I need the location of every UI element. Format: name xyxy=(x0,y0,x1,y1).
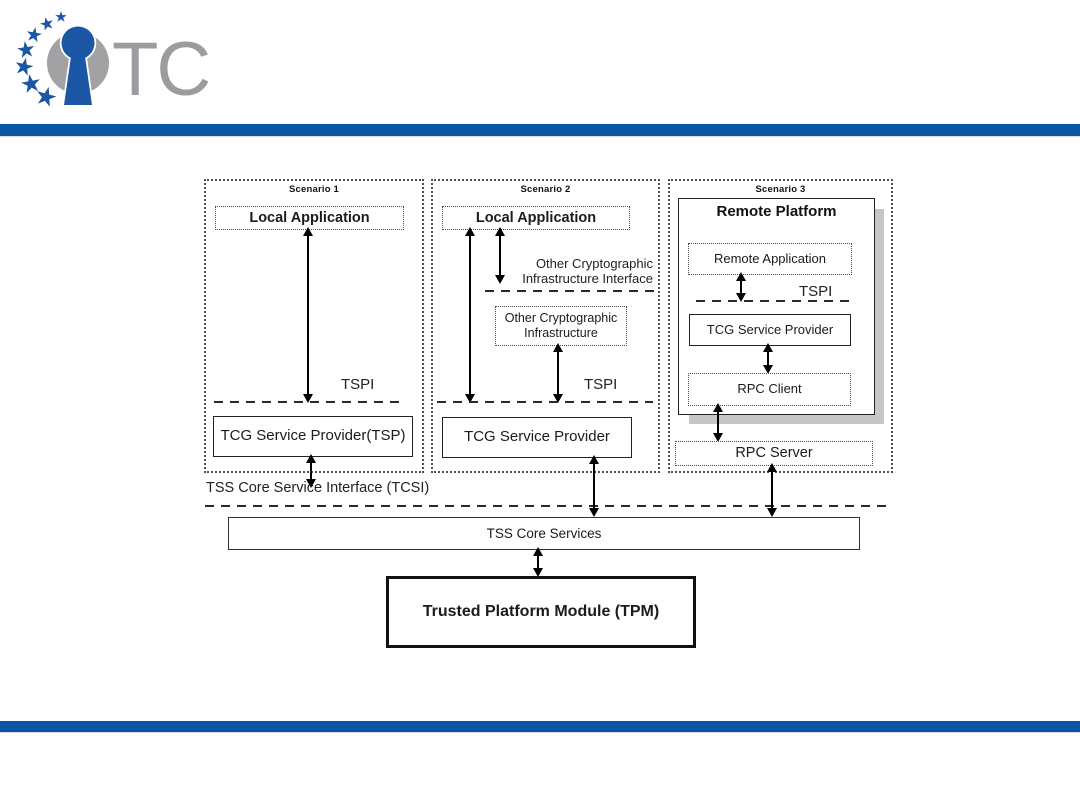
scenario3-tsp-rpc-arrow xyxy=(762,343,774,374)
scenario3-box: Scenario 3 xyxy=(668,179,893,473)
crypto-interface-line1: Other Cryptographic xyxy=(535,256,653,271)
scenario2-crypto-interface-line xyxy=(485,290,655,292)
logo-tc-text: TC xyxy=(112,27,209,112)
scenario3-client-server-arrow xyxy=(712,403,724,442)
scenario2-crypto-interface-label: Other Cryptographic Infrastructure Inter… xyxy=(500,256,653,286)
scenario2-tcg-service-provider-box: TCG Service Provider xyxy=(442,417,632,458)
scenario1-tcsi-arrow xyxy=(305,454,317,488)
opentc-logo: TC xyxy=(13,11,211,112)
bottom-divider-bar xyxy=(0,721,1080,733)
scenario3-tspi-line xyxy=(696,300,851,302)
scenario2-app-crypto-arrow xyxy=(494,227,506,284)
tcsi-line xyxy=(205,505,893,507)
tss-tpm-arrow xyxy=(532,547,544,577)
scenario2-tcsi-arrow xyxy=(588,455,600,517)
scenario2-other-crypto-box: Other Cryptographic Infrastructure xyxy=(495,306,627,346)
scenario3-tspi-label: TSPI xyxy=(799,283,833,300)
crypto-interface-line2: Infrastructure Interface xyxy=(522,270,653,286)
scenario2-box: Scenario 2 xyxy=(431,179,660,473)
scenario3-tcg-service-provider-box: TCG Service Provider xyxy=(689,314,851,346)
scenario1-title: Scenario 1 xyxy=(288,184,340,195)
tpm-box: Trusted Platform Module (TPM) xyxy=(386,576,696,648)
top-divider-bar xyxy=(0,124,1080,137)
scenario3-remote-application-box: Remote Application xyxy=(688,243,852,275)
remote-platform-title: Remote Platform xyxy=(716,203,837,220)
other-crypto-line1: Other Cryptographic xyxy=(504,311,618,325)
scenario2-app-tsp-arrow xyxy=(464,227,476,403)
scenario3-tcsi-arrow xyxy=(766,463,778,517)
tss-core-services-box: TSS Core Services xyxy=(228,517,860,550)
scenario3-title: Scenario 3 xyxy=(755,184,806,195)
scenario3-rpc-client-box: RPC Client xyxy=(688,373,851,406)
scenario3-app-tsp-arrow xyxy=(735,272,747,302)
tcsi-label: TSS Core Service Interface (TCSI) xyxy=(206,480,430,496)
scenario1-local-application-box: Local Application xyxy=(215,206,404,230)
scenario1-tspi-label: TSPI xyxy=(341,376,375,393)
scenario2-title: Scenario 2 xyxy=(520,184,571,195)
scenario2-crypto-tsp-arrow xyxy=(552,343,564,403)
other-crypto-line2: Infrastructure xyxy=(524,326,598,340)
scenario2-tspi-line xyxy=(437,401,653,403)
keyhole-icon-fill xyxy=(61,26,95,105)
scenario1-app-tsp-arrow xyxy=(302,227,314,403)
scenario2-tspi-label: TSPI xyxy=(584,376,618,393)
scenario1-tspi-line xyxy=(214,401,400,403)
scenario2-local-application-box: Local Application xyxy=(442,206,630,230)
scenario1-tcg-service-provider-box: TCG Service Provider(TSP) xyxy=(213,416,413,457)
